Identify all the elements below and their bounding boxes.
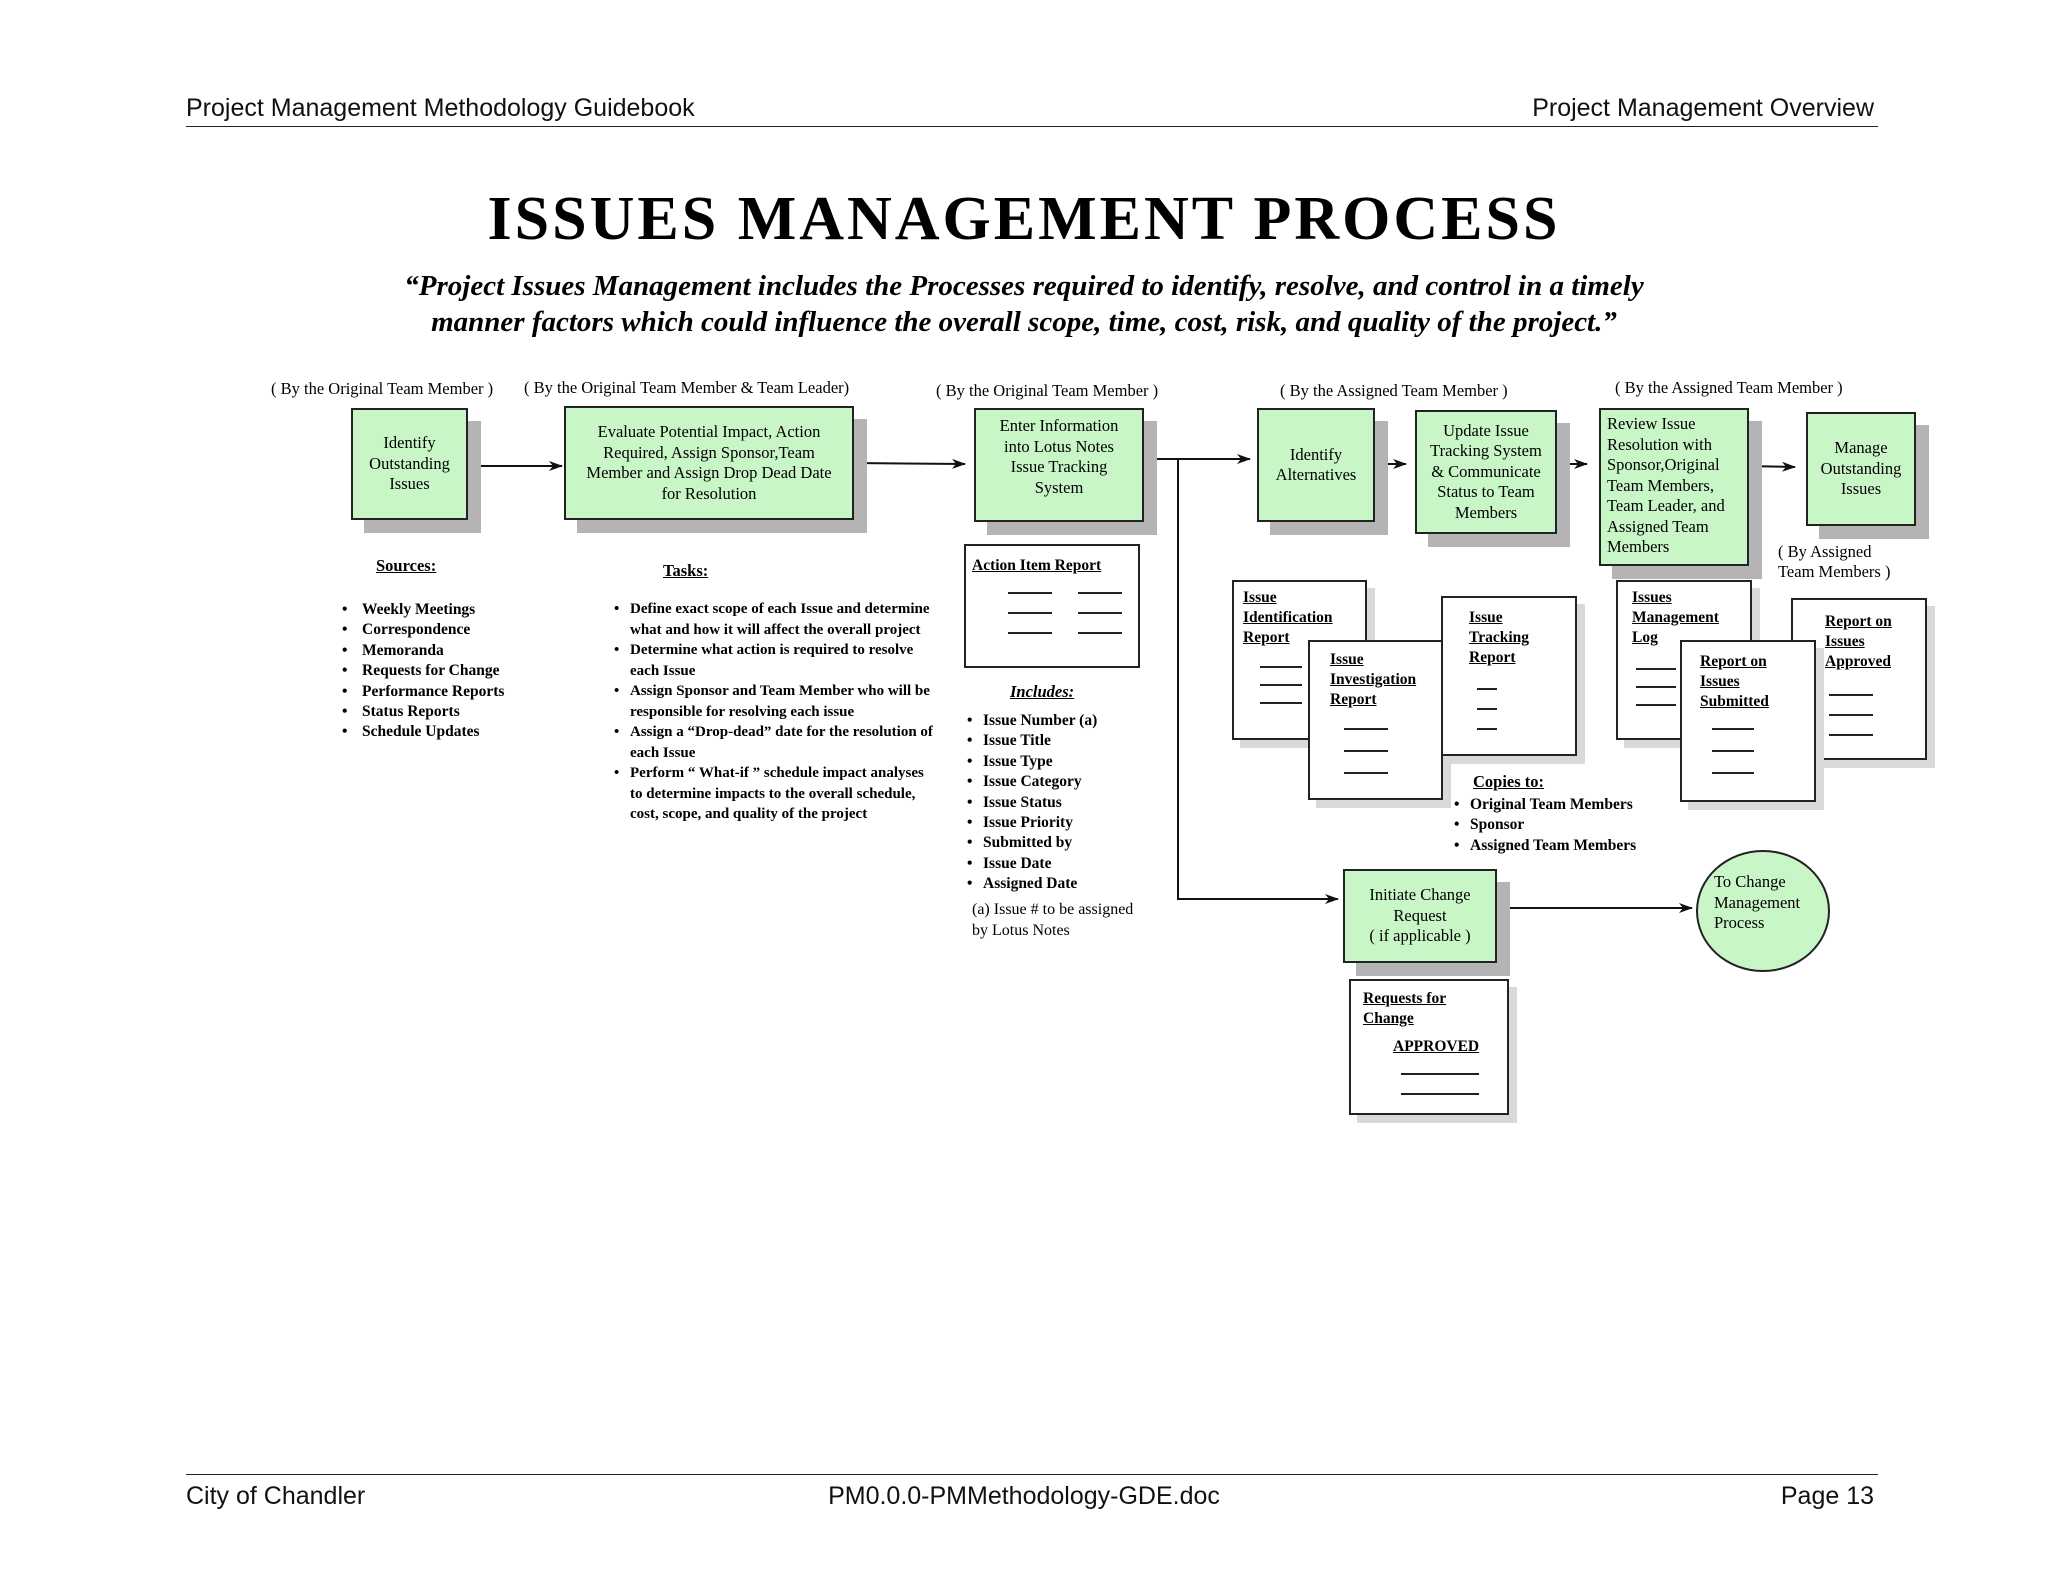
arrow-evaluate-to-enter (851, 458, 966, 469)
header-rule (186, 126, 1878, 127)
role-label-3: ( By the Original Team Member ) (936, 381, 1159, 400)
footer-page-number: Page 13 (1780, 1482, 1874, 1510)
includes-list: Issue Number (a) Issue Title Issue Type … (965, 711, 1185, 895)
definition-quote: “Project Issues Management includes the … (0, 268, 2048, 340)
list-item: Memoranda (340, 641, 580, 662)
list-item: Assigned Team Members (1452, 836, 1712, 857)
list-item: Requests for Change (340, 661, 580, 682)
list-item: Submitted by (965, 833, 1185, 854)
step-initiate-change-request: Initiate Change Request ( if applicable … (1343, 869, 1497, 963)
list-item: Perform “ What-if ” schedule impact anal… (612, 763, 937, 825)
quote-line-1: “Project Issues Management includes the … (404, 270, 1644, 302)
step-to-change-management: To Change Management Process (1696, 850, 1830, 972)
doc-title: Issue Investigation Report (1330, 651, 1417, 708)
role-label-5: ( By the Assigned Team Member ) (1615, 378, 1843, 397)
copies-list: Original Team Members Sponsor Assigned T… (1452, 795, 1712, 857)
doc-issue-tracking-report: Issue Tracking Report (1441, 596, 1577, 756)
role-label-1: ( By the Original Team Member ) (271, 379, 494, 398)
quote-line-2: manner factors which could influence the… (431, 306, 1617, 338)
arrow-review-to-manage (1744, 461, 1796, 472)
list-item: Issue Type (965, 752, 1185, 773)
footer-rule (186, 1474, 1878, 1475)
step-evaluate-potential-impact: Evaluate Potential Impact, Action Requir… (564, 406, 854, 520)
step-update-tracking-system: Update Issue Tracking System & Communica… (1415, 410, 1557, 534)
doc-title: Issues Management Log (1632, 589, 1719, 646)
list-item: Determine what action is required to res… (612, 640, 937, 681)
doc-requests-for-change: Requests for Change APPROVED (1349, 979, 1509, 1115)
list-item: Issue Title (965, 731, 1185, 752)
step-manage-outstanding-issues: Manage Outstanding Issues (1806, 412, 1916, 526)
list-item: Original Team Members (1452, 795, 1712, 816)
doc-issue-investigation-report: Issue Investigation Report (1308, 640, 1443, 800)
tasks-heading: Tasks: (663, 561, 709, 580)
role-label-6: ( By Assigned Team Members ) (1778, 542, 1891, 581)
list-item: Issue Number (a) (965, 711, 1185, 732)
footer-left: City of Chandler (186, 1482, 366, 1510)
sources-list: Weekly Meetings Correspondence Memoranda… (340, 600, 580, 743)
footer-center: PM0.0.0-PMMethodology-GDE.doc (828, 1482, 1220, 1510)
header-left: Project Management Methodology Guidebook (186, 94, 695, 122)
list-item: Define exact scope of each Issue and det… (612, 599, 937, 640)
list-item: Issue Category (965, 772, 1185, 793)
list-item: Correspondence (340, 620, 580, 641)
role-label-4: ( By the Assigned Team Member ) (1280, 381, 1508, 400)
list-item: Issue Date (965, 854, 1185, 875)
list-item: Issue Priority (965, 813, 1185, 834)
step-identify-outstanding-issues: Identify Outstanding Issues (351, 408, 468, 520)
sources-heading: Sources: (376, 556, 437, 575)
list-item: Assign Sponsor and Team Member who will … (612, 681, 937, 722)
page-title: ISSUES MANAGEMENT PROCESS (487, 185, 1561, 253)
step-review-issue-resolution: Review Issue Resolution with Sponsor,Ori… (1599, 408, 1749, 566)
step-identify-alternatives: Identify Alternatives (1257, 408, 1375, 522)
tasks-list: Define exact scope of each Issue and det… (612, 599, 937, 825)
doc-report-issues-submitted: Report on Issues Submitted (1680, 640, 1816, 802)
includes-heading: Includes: (1010, 682, 1075, 701)
step-enter-information: Enter Information into Lotus Notes Issue… (974, 408, 1144, 522)
copies-heading: Copies to: (1473, 772, 1545, 791)
doc-title: Report on Issues Submitted (1700, 653, 1769, 710)
list-item: Sponsor (1452, 815, 1712, 836)
role-label-2: ( By the Original Team Member & Team Lea… (524, 378, 850, 397)
approved-label: APPROVED (1393, 1038, 1480, 1055)
doc-title: Action Item Report (972, 557, 1102, 574)
list-item: Performance Reports (340, 682, 580, 703)
list-item: Issue Status (965, 793, 1185, 814)
header-right: Project Management Overview (1532, 94, 1874, 122)
list-item: Assign a “Drop-dead” date for the resolu… (612, 722, 937, 763)
list-item: Schedule Updates (340, 722, 580, 743)
doc-title: Issue Tracking Report (1469, 609, 1529, 666)
doc-title: Issue Identification Report (1243, 589, 1333, 646)
doc-title: Requests for Change (1363, 990, 1447, 1027)
doc-title: Report on Issues Approved (1825, 613, 1892, 670)
includes-note: (a) Issue # to be assigned by Lotus Note… (972, 901, 1134, 939)
doc-action-item-report: Action Item Report (964, 544, 1140, 668)
list-item: Status Reports (340, 702, 580, 723)
list-item: Assigned Date (965, 874, 1185, 895)
list-item: Weekly Meetings (340, 600, 580, 621)
